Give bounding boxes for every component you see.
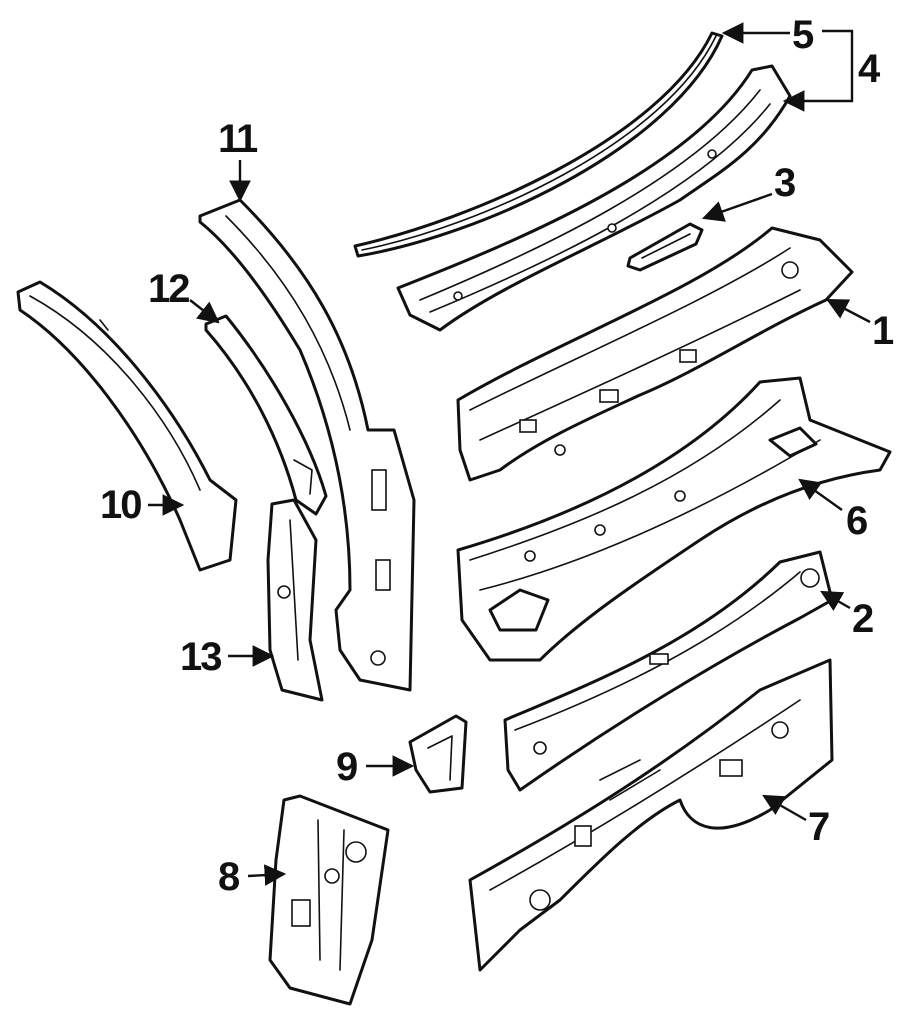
callout-13: 13	[180, 635, 221, 679]
callout-7: 7	[808, 805, 829, 849]
part-6-cowl-dash-upper	[456, 376, 892, 662]
part-9-gusset	[408, 714, 468, 794]
callout-10: 10	[100, 483, 141, 527]
callout-labels: 5 4 3 1 6 2 7 11 12 10 13 9 8	[100, 13, 896, 899]
part-8-lower-hinge-pillar	[268, 794, 390, 1006]
part-5-weatherstrip	[353, 31, 724, 258]
callout-12: 12	[148, 267, 189, 311]
callout-11: 11	[218, 117, 258, 161]
part-3-bracket	[626, 222, 704, 272]
part-12-pillar-trim	[204, 314, 328, 516]
callout-3: 3	[774, 161, 795, 205]
leader-1	[826, 298, 871, 324]
part-11-inner-pillar	[198, 198, 416, 692]
part-2-cowl-brace	[503, 550, 834, 792]
callout-1: 1	[872, 309, 894, 353]
leader-12	[189, 299, 220, 324]
callout-2: 2	[852, 597, 873, 641]
leader-7	[762, 794, 807, 822]
part-1-upper-cowl-panel	[456, 226, 854, 482]
bracket-4	[822, 29, 854, 103]
leader-6	[798, 478, 843, 511]
callout-8: 8	[218, 855, 240, 899]
leader-2	[820, 590, 851, 612]
callout-6: 6	[846, 499, 867, 543]
part-13-hinge-reinforcement	[266, 498, 324, 702]
callout-4: 4	[858, 47, 881, 91]
leader-lines	[148, 22, 871, 886]
leader-3	[701, 192, 773, 222]
part-4-cowl-top-panel	[396, 64, 792, 332]
part-7-dash-panel	[468, 658, 834, 972]
leader-8	[247, 864, 287, 886]
callout-5: 5	[792, 13, 814, 57]
callout-9: 9	[336, 745, 357, 789]
